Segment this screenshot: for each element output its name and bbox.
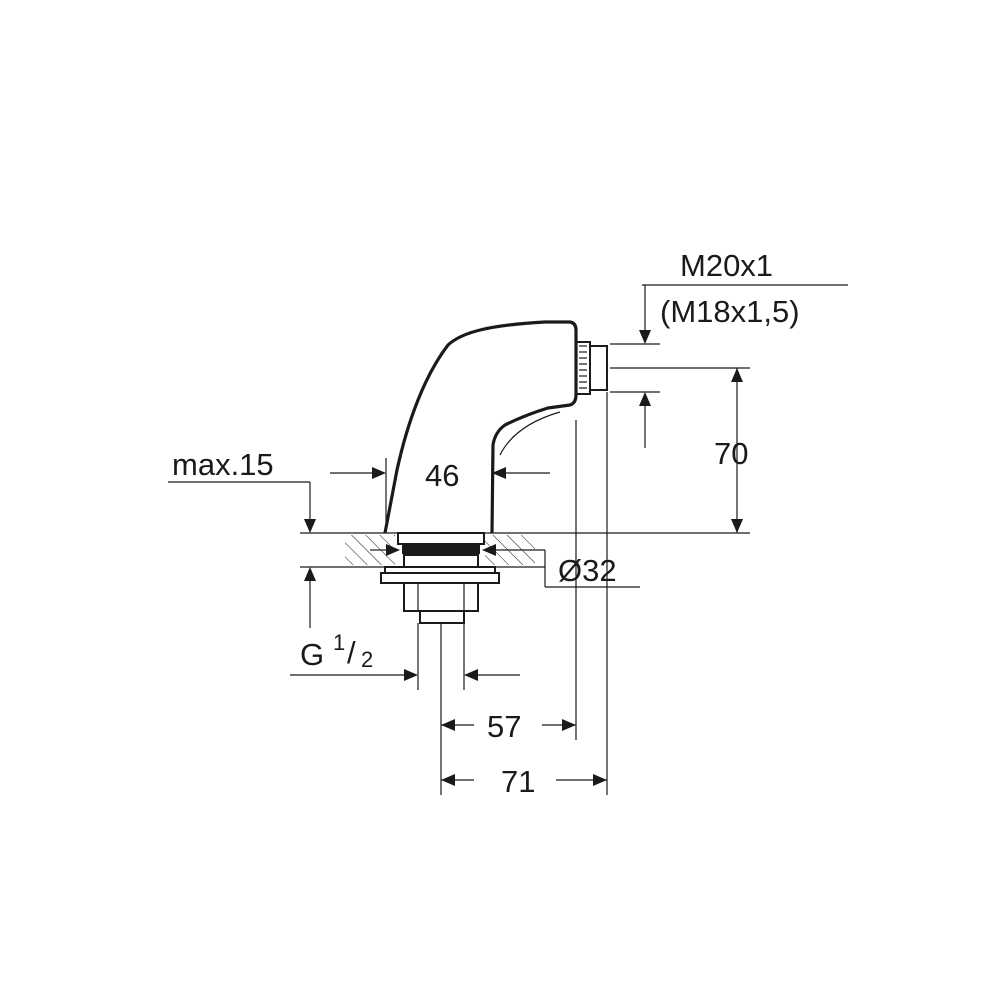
- thread-dimension: [610, 284, 848, 448]
- connection-dimension: [290, 623, 520, 690]
- spout-contour-line: [499, 411, 561, 456]
- height-dimension: [610, 367, 750, 533]
- hole-diameter-dimension: [370, 544, 640, 588]
- threaded-outlet: [575, 341, 608, 395]
- connection-slash-label: /: [347, 635, 356, 670]
- body-width-label: 46: [425, 458, 459, 493]
- connection-den-label: 2: [361, 647, 373, 672]
- connection-main-label: G: [300, 637, 324, 672]
- hole-diameter-label: Ø32: [558, 553, 617, 588]
- max-thickness-label: max.15: [172, 447, 274, 482]
- thread-primary-label: M20x1: [680, 248, 773, 283]
- offset-dimensions: [440, 392, 608, 795]
- thread-alt-label: (M18x1,5): [660, 294, 800, 329]
- connection-num-label: 1: [333, 630, 345, 655]
- height-label: 70: [714, 436, 748, 471]
- offset-inner-label: 57: [487, 709, 521, 744]
- offset-outer-label: 71: [501, 764, 535, 799]
- body-width-dimension: [330, 458, 550, 531]
- spout-body: [383, 320, 578, 534]
- fixing-assembly: [380, 532, 500, 624]
- thickness-dimension: [168, 481, 316, 628]
